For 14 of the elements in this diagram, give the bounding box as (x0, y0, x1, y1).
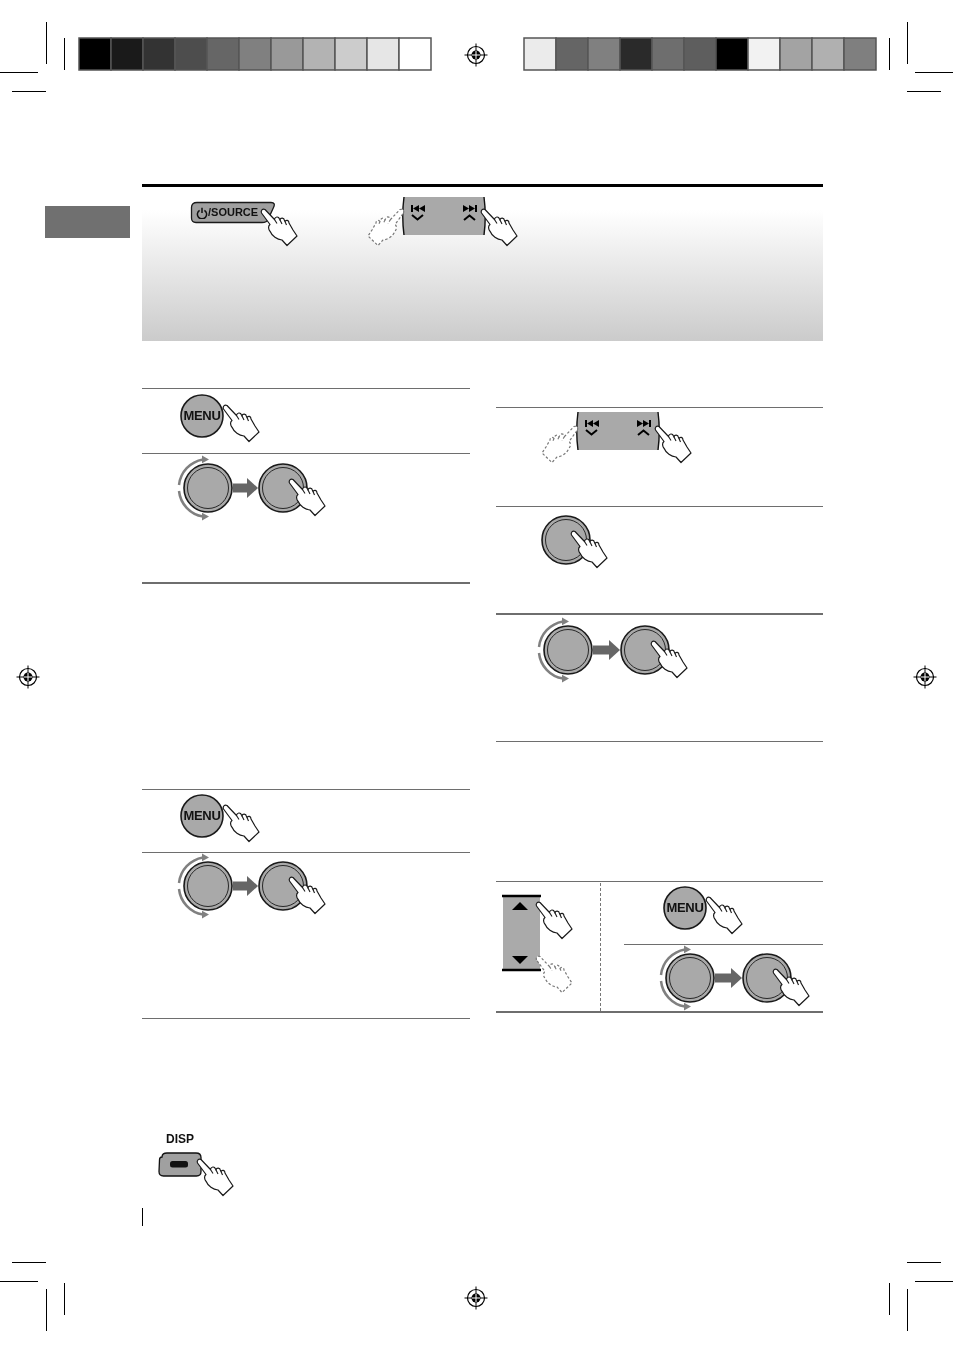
control-knob (183, 861, 233, 911)
source-button: /SOURCE (190, 201, 276, 224)
arrow (233, 478, 258, 498)
arrow (715, 968, 742, 988)
menu-button: MENU (180, 794, 224, 838)
arrow (593, 640, 620, 660)
section-tab (45, 206, 130, 238)
control-knob (183, 463, 233, 513)
display-button: DISP (156, 1132, 204, 1178)
control-knob (665, 953, 715, 1003)
menu-button: MENU (180, 394, 224, 438)
control-knob (543, 625, 593, 675)
menu-button: MENU (663, 886, 707, 930)
arrow (233, 876, 258, 896)
